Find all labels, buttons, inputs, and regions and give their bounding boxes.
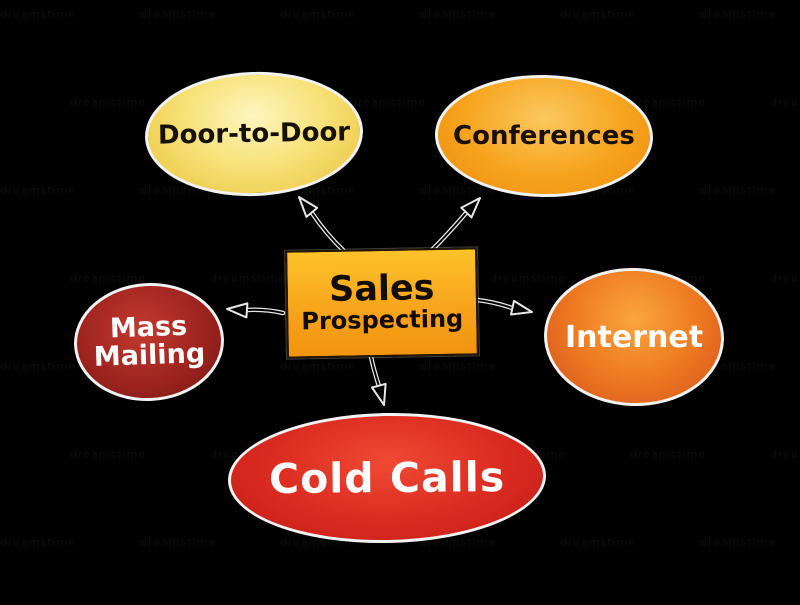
node-conferences-label: Conferences: [453, 120, 635, 151]
arrow-to-conferences: [427, 197, 481, 255]
arrow-to-cold-calls: [368, 354, 387, 406]
node-internet-label: Internet: [564, 319, 704, 355]
arrow-to-mass-mailing: [226, 302, 286, 319]
center-label-line2: Prospecting: [301, 304, 464, 336]
node-mass-mailing-label: Mass Mailing: [93, 310, 206, 373]
node-sales-prospecting: Sales Prospecting: [285, 247, 479, 359]
center-label-line1: Sales: [328, 267, 435, 310]
arrow-to-door-to-door: [298, 196, 348, 255]
node-door-to-door-label: Door-to-Door: [157, 117, 351, 151]
node-cold-calls-label: Cold Calls: [268, 452, 506, 504]
arrow-to-internet: [474, 297, 533, 316]
